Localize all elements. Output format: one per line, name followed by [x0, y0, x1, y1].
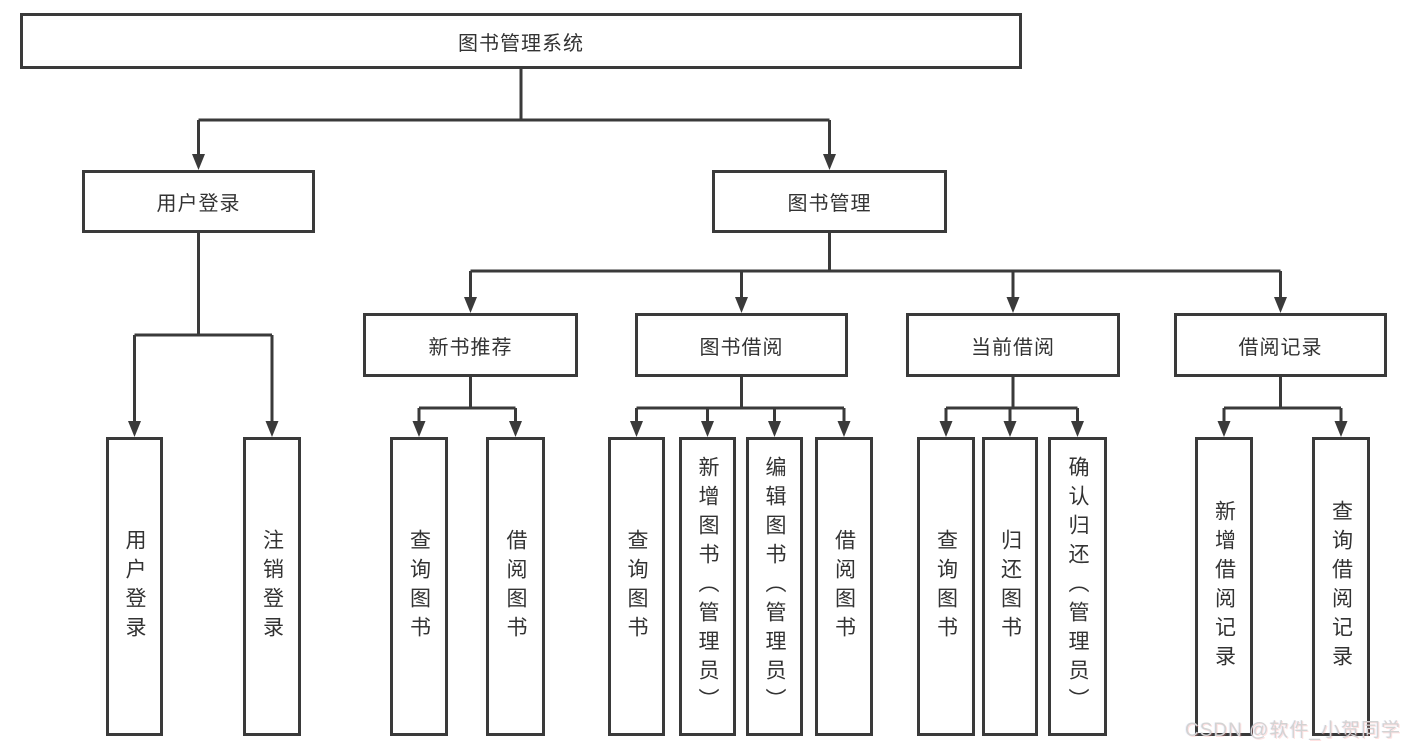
node-label: 用户登录: [123, 528, 146, 645]
node-label: 编辑图书（管理员）: [763, 456, 786, 717]
node-label: 注销登录: [260, 528, 284, 645]
node-label: 借阅记录: [1238, 336, 1323, 359]
node-label: 新增借阅记录: [1212, 499, 1236, 674]
node-leaf-query-books-1: 查询图书: [390, 437, 448, 736]
node-leaf-borrow-books-2: 借阅图书: [815, 437, 873, 736]
node-new-book-recommendation: 新书推荐: [363, 313, 578, 377]
node-book-borrowing: 图书借阅: [635, 313, 848, 377]
node-leaf-edit-books-admin: 编辑图书（管理员）: [746, 437, 803, 736]
node-label: 确认归还（管理员）: [1066, 456, 1089, 717]
node-label: 图书管理系统: [458, 32, 584, 55]
node-label: 图书借阅: [699, 336, 784, 359]
node-label: 图书管理: [787, 193, 872, 215]
node-leaf-borrow-books-1: 借阅图书: [486, 437, 545, 736]
node-leaf-logout: 注销登录: [243, 437, 301, 736]
node-library-management-system: 图书管理系统: [20, 13, 1022, 69]
node-user-login-module: 用户登录: [82, 170, 315, 233]
node-label: 归还图书: [998, 528, 1022, 645]
node-borrowing-records: 借阅记录: [1174, 313, 1387, 377]
node-label: 查询图书: [625, 528, 648, 645]
node-leaf-return-books: 归还图书: [982, 437, 1038, 736]
csdn-watermark: CSDN @软件_小贺同学: [1185, 720, 1401, 741]
node-label: 新书推荐: [428, 336, 513, 359]
node-label: 查询图书: [407, 528, 431, 645]
node-label: 用户登录: [156, 193, 241, 215]
node-leaf-confirm-return-admin: 确认归还（管理员）: [1048, 437, 1107, 736]
node-leaf-query-books-2: 查询图书: [608, 437, 665, 736]
node-label: 查询图书: [934, 528, 958, 645]
node-book-management-module: 图书管理: [712, 170, 947, 233]
node-label: 查询借阅记录: [1329, 499, 1353, 674]
node-label: 借阅图书: [504, 528, 527, 645]
node-leaf-add-borrow-record: 新增借阅记录: [1195, 437, 1253, 736]
node-leaf-query-books-3: 查询图书: [917, 437, 975, 736]
node-leaf-add-books-admin: 新增图书（管理员）: [679, 437, 736, 736]
node-leaf-query-borrow-record: 查询借阅记录: [1312, 437, 1370, 736]
node-leaf-user-login: 用户登录: [106, 437, 163, 736]
node-current-borrowing: 当前借阅: [906, 313, 1120, 377]
node-label: 当前借阅: [971, 336, 1055, 359]
node-label: 新增图书（管理员）: [696, 456, 719, 717]
node-label: 借阅图书: [832, 528, 856, 645]
